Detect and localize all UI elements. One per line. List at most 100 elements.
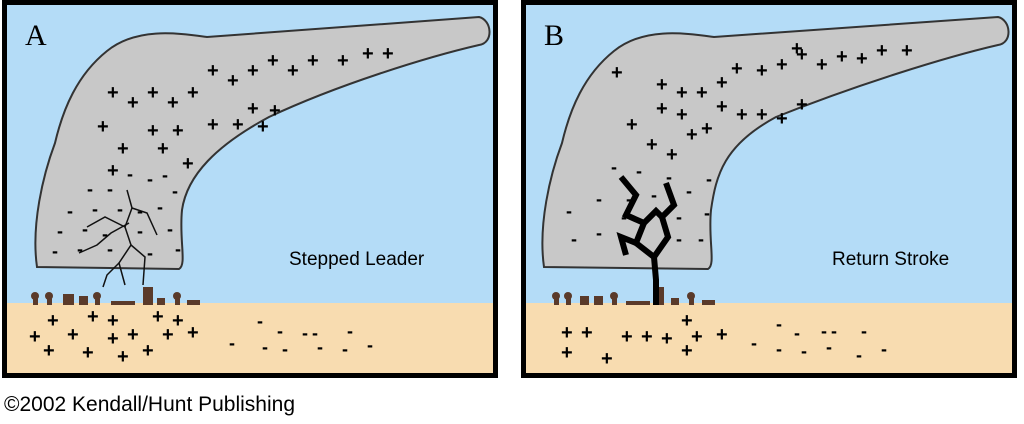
svg-text:-: - xyxy=(347,321,353,341)
svg-text:+: + xyxy=(796,44,808,66)
svg-text:-: - xyxy=(277,321,283,341)
leader-branches xyxy=(78,189,158,288)
svg-text:+: + xyxy=(656,74,668,96)
svg-text:+: + xyxy=(696,82,708,104)
ground xyxy=(526,303,1012,373)
svg-text:+: + xyxy=(686,124,698,146)
svg-text:-: - xyxy=(856,345,862,365)
panel-letter: B xyxy=(544,19,565,52)
svg-text:+: + xyxy=(207,60,219,82)
svg-text:+: + xyxy=(791,38,803,60)
svg-text:-: - xyxy=(157,197,163,217)
ground-negative-charges: ----- ------ xyxy=(751,314,887,365)
svg-text:-: - xyxy=(162,165,168,185)
svg-text:+: + xyxy=(626,114,638,136)
svg-text:+: + xyxy=(127,324,139,346)
svg-text:+: + xyxy=(107,82,119,104)
svg-text:-: - xyxy=(801,341,807,361)
copyright-notice: ©2002 Kendall/Hunt Publishing xyxy=(4,393,296,416)
svg-text:+: + xyxy=(581,322,593,344)
svg-text:+: + xyxy=(716,324,728,346)
svg-text:-: - xyxy=(102,224,108,244)
thundercloud xyxy=(34,15,491,271)
svg-text:-: - xyxy=(666,167,672,187)
svg-text:+: + xyxy=(601,348,613,370)
svg-text:+: + xyxy=(87,306,99,328)
svg-text:-: - xyxy=(821,321,827,341)
svg-text:-: - xyxy=(367,335,373,355)
panel-caption: Return Stroke xyxy=(832,249,950,270)
svg-text:+: + xyxy=(676,82,688,104)
svg-text:+: + xyxy=(676,104,688,126)
panel-return-stroke: +++++ +++++ +++++ ++++ ++++ ++++ ---- --… xyxy=(521,0,1017,378)
stepped-leader-diagram: +++++ +++++ ++++ ++++ ++++ ++++ --- --- … xyxy=(7,15,493,373)
ground-positive-charges: +++++ ++++++ ++++ xyxy=(29,306,199,368)
svg-text:-: - xyxy=(172,181,178,201)
svg-text:-: - xyxy=(87,179,93,199)
svg-text:-: - xyxy=(626,189,632,209)
svg-text:-: - xyxy=(92,199,98,219)
svg-text:+: + xyxy=(107,160,119,182)
svg-text:-: - xyxy=(861,321,867,341)
svg-text:+: + xyxy=(621,326,633,348)
svg-text:-: - xyxy=(676,207,682,227)
svg-text:+: + xyxy=(307,50,319,72)
svg-text:+: + xyxy=(561,342,573,364)
svg-text:-: - xyxy=(282,339,288,359)
svg-text:+: + xyxy=(856,48,868,70)
svg-text:-: - xyxy=(636,161,642,181)
svg-text:-: - xyxy=(167,219,173,239)
svg-text:+: + xyxy=(736,104,748,126)
svg-text:+: + xyxy=(716,72,728,94)
svg-text:+: + xyxy=(142,340,154,362)
svg-text:+: + xyxy=(127,92,139,114)
svg-text:+: + xyxy=(207,114,219,136)
svg-text:+: + xyxy=(646,134,658,156)
return-stroke-channel xyxy=(616,175,678,305)
svg-text:-: - xyxy=(611,157,617,177)
svg-text:-: - xyxy=(77,239,83,259)
svg-text:+: + xyxy=(182,153,194,175)
svg-text:-: - xyxy=(312,323,318,343)
svg-text:+: + xyxy=(107,310,119,332)
svg-text:-: - xyxy=(137,201,143,221)
svg-text:+: + xyxy=(756,104,768,126)
svg-text:+: + xyxy=(172,310,184,332)
svg-text:+: + xyxy=(257,116,269,138)
svg-text:-: - xyxy=(751,333,757,353)
thundercloud xyxy=(541,15,1010,271)
svg-text:+: + xyxy=(337,50,349,72)
svg-text:+: + xyxy=(816,54,828,76)
svg-text:+: + xyxy=(776,108,788,130)
svg-text:-: - xyxy=(107,179,113,199)
svg-text:+: + xyxy=(287,60,299,82)
svg-text:+: + xyxy=(876,40,888,62)
svg-text:-: - xyxy=(831,321,837,341)
svg-text:+: + xyxy=(661,328,673,350)
svg-text:+: + xyxy=(107,328,119,350)
cloud-negative-charges: --- --- ----- ----- ----- xyxy=(52,164,181,263)
svg-text:-: - xyxy=(67,201,73,221)
svg-text:+: + xyxy=(82,342,94,364)
svg-text:+: + xyxy=(666,144,678,166)
svg-text:+: + xyxy=(97,116,109,138)
svg-text:+: + xyxy=(731,58,743,80)
svg-text:+: + xyxy=(67,324,79,346)
cloud-negative-charges: ---- ---- ---- ---- xyxy=(566,157,712,249)
svg-text:+: + xyxy=(901,40,913,62)
svg-text:-: - xyxy=(52,241,58,261)
svg-text:+: + xyxy=(756,60,768,82)
svg-text:-: - xyxy=(342,339,348,359)
svg-text:+: + xyxy=(561,322,573,344)
svg-text:+: + xyxy=(247,60,259,82)
svg-text:+: + xyxy=(776,54,788,76)
svg-text:+: + xyxy=(681,340,693,362)
svg-text:+: + xyxy=(382,43,394,65)
ground-positive-charges: +++++ +++ +++ xyxy=(561,310,728,370)
svg-text:-: - xyxy=(676,229,682,249)
svg-text:+: + xyxy=(267,50,279,72)
svg-text:-: - xyxy=(147,243,153,263)
svg-text:+: + xyxy=(611,62,623,84)
svg-text:-: - xyxy=(571,229,577,249)
svg-text:-: - xyxy=(57,221,63,241)
